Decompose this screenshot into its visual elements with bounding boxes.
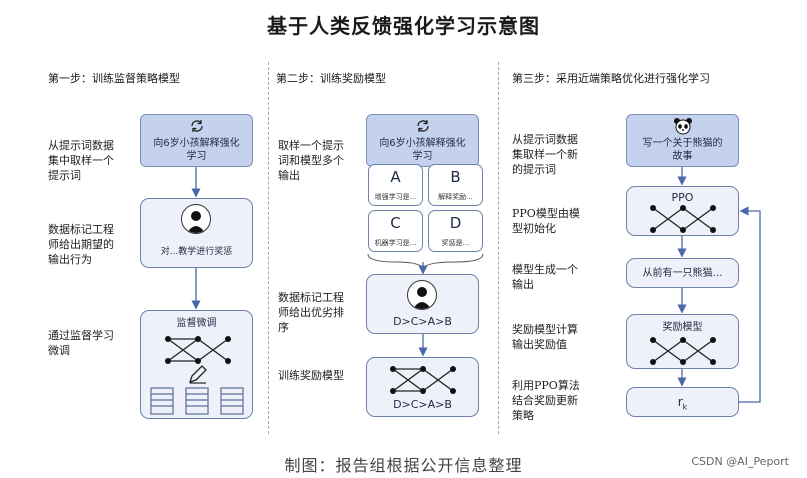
- pencil-icon: [188, 365, 207, 384]
- neural-network-icon: [165, 336, 231, 364]
- option-b-text: 解释奖励...: [438, 193, 473, 201]
- source-footer: 制图：报告组根据公开信息整理: [284, 456, 523, 475]
- step2-prompt-box: 向6岁小孩解释强化 学习: [366, 114, 479, 167]
- step2-label-sample: 取样一个提示 词和模型多个 输出: [278, 139, 344, 182]
- step2-title: 第二步：训练奖励模型: [276, 72, 386, 85]
- labeler-avatar-icon: [181, 204, 211, 234]
- option-c: C 机器学习是...: [368, 210, 423, 252]
- watermark: CSDN @AI_Peport: [691, 455, 789, 468]
- step3-label-sample: 从提示词数据 集取样一个新 的提示词: [512, 133, 578, 176]
- labeler-avatar-icon: [407, 280, 437, 310]
- step1-label-sample: 从提示词数据 集中取样一个 提示词: [48, 139, 114, 182]
- step1-label-labeler: 数据标记工程 师给出期望的 输出行为: [48, 223, 114, 266]
- option-a-letter: A: [390, 168, 401, 186]
- step1-prompt-box: 向6岁小孩解释强化 学习: [140, 114, 253, 167]
- refresh-icon: [191, 120, 203, 132]
- neural-network-icon: [650, 205, 716, 233]
- step2-prompt-text: 向6岁小孩解释强化 学习: [379, 138, 466, 162]
- step1-behavior-text: 对...教学进行奖惩: [160, 247, 233, 257]
- neural-network-icon: [650, 337, 716, 365]
- step2-label-ranking: 数据标记工程 师给出优劣排 序: [278, 291, 344, 334]
- option-d: D 奖惩是...: [428, 210, 483, 252]
- panda-icon: [674, 118, 692, 135]
- step3-title: 第三步：采用近端策略优化进行强化学习: [512, 72, 710, 85]
- step2-ranking-box: D>C>A>B: [366, 274, 479, 334]
- step3-output-box: 从前有一只熊猫…: [626, 258, 739, 288]
- step3-output-text: 从前有一只熊猫…: [642, 268, 723, 279]
- option-b: B 解释奖励...: [428, 164, 483, 206]
- option-d-letter: D: [449, 214, 462, 232]
- step1-behavior-box: 对...教学进行奖惩: [140, 198, 253, 268]
- divider-right: [498, 62, 499, 434]
- step1-label-supervised: 通过监督学习 微调: [48, 329, 114, 357]
- step1-finetune-box: 监督微调: [140, 310, 253, 419]
- data-table-icon: [150, 387, 244, 415]
- option-a: A 增强学习是...: [368, 164, 423, 206]
- option-c-letter: C: [390, 214, 401, 232]
- step3-label-reward: 奖励模型计算 输出奖励值: [512, 323, 578, 351]
- step3-label-output: 模型生成一个 输出: [512, 263, 578, 291]
- step3-rk-box: rk: [626, 387, 739, 417]
- step2-ranking-text: D>C>A>B: [393, 315, 452, 328]
- step3-label-update: 利用PPO算法 结合奖励更新 策略: [512, 379, 580, 422]
- step2-label-train: 训练奖励模型: [278, 369, 344, 382]
- option-a-text: 增强学习是...: [374, 193, 417, 201]
- step3-prompt-text: 写一个关于熊猫的 故事: [642, 138, 723, 162]
- step2-reward-text: D>C>A>B: [393, 398, 452, 411]
- step2-reward-box: D>C>A>B: [366, 357, 479, 417]
- step3-reward-model-box: 奖励模型: [626, 314, 739, 369]
- step1-title: 第一步：训练监督策略模型: [48, 72, 180, 85]
- step1-finetune-text: 监督微调: [176, 318, 217, 329]
- step3-ppo-box: PPO: [626, 186, 739, 236]
- page-title: 基于人类反馈强化学习示意图: [267, 14, 540, 38]
- option-c-text: 机器学习是...: [374, 239, 417, 247]
- divider-left: [268, 62, 269, 434]
- option-d-text: 奖惩是...: [441, 239, 470, 247]
- step3-reward-model-text: 奖励模型: [662, 322, 703, 333]
- neural-network-icon: [390, 366, 456, 394]
- step3-rk-text: rk: [627, 396, 738, 413]
- step3-ppo-text: PPO: [671, 191, 694, 204]
- rk-sub: k: [682, 402, 688, 412]
- rk-main: r: [677, 395, 683, 409]
- step3-label-ppo-init: PPO模型由模 型初始化: [512, 207, 580, 235]
- step3-prompt-box: 写一个关于熊猫的 故事: [626, 114, 739, 167]
- refresh-icon: [417, 120, 429, 132]
- option-b-letter: B: [450, 168, 461, 186]
- step1-prompt-text: 向6岁小孩解释强化 学习: [153, 138, 240, 162]
